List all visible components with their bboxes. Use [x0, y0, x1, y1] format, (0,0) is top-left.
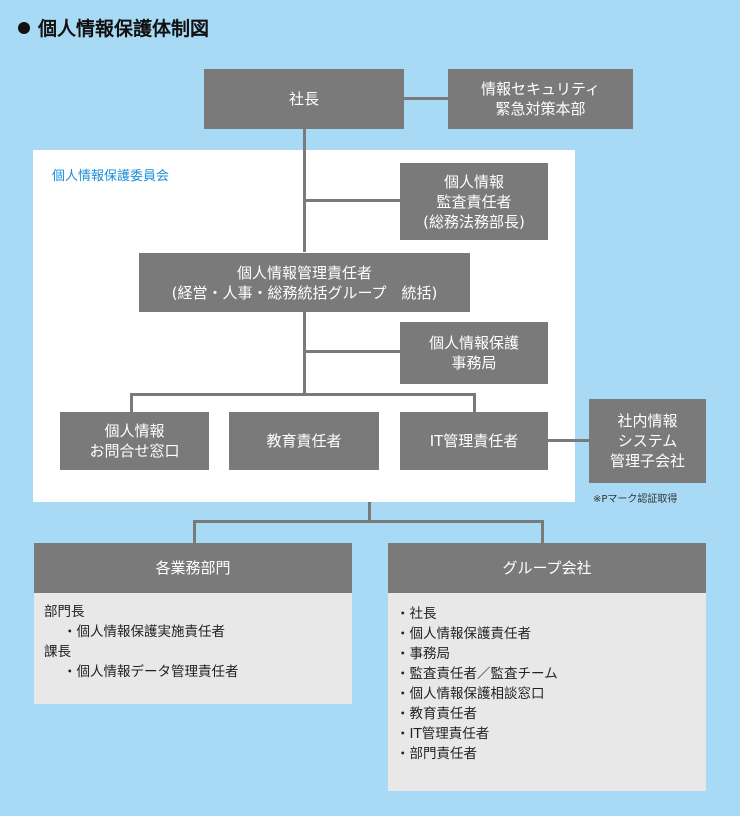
- connector-line: [303, 311, 306, 395]
- connector-line: [368, 502, 371, 522]
- committee-label: 個人情報保護委員会: [52, 169, 170, 184]
- departments-list: 部門長 ・個人情報保護実施責任者 課長 ・個人情報データ管理責任者: [34, 593, 352, 704]
- subsidiary-node: 社内情報 システム 管理子会社: [589, 399, 706, 483]
- list-item: 課長: [44, 644, 71, 660]
- list-item: ・社長: [396, 606, 437, 622]
- departments-node: 各業務部門: [34, 543, 352, 593]
- group-list: ・社長 ・個人情報保護責任者 ・事務局 ・監査責任者／監査チーム ・個人情報保護…: [388, 593, 706, 791]
- manager-node: 個人情報管理責任者 (経営・人事・総務統括グループ 統括): [139, 253, 470, 312]
- list-item: ・教育責任者: [396, 706, 477, 722]
- pmark-note: ※Pマーク認証取得: [593, 494, 678, 505]
- page-title: 個人情報保護体制図: [18, 14, 209, 41]
- list-item: ・事務局: [396, 646, 450, 662]
- security-hq-node: 情報セキュリティ 緊急対策本部: [448, 69, 633, 129]
- list-item: 部門長: [44, 604, 85, 620]
- group-node: グループ会社: [388, 543, 706, 593]
- list-item: ・個人情報データ管理責任者: [63, 664, 239, 680]
- connector-line: [403, 97, 449, 100]
- contact-node: 個人情報 お問合せ窓口: [60, 412, 209, 470]
- connector-line: [541, 520, 544, 544]
- connector-line: [193, 520, 544, 523]
- connector-line: [303, 98, 306, 252]
- list-item: ・監査責任者／監査チーム: [396, 666, 558, 682]
- president-node: 社長: [204, 69, 404, 129]
- office-node: 個人情報保護 事務局: [400, 322, 548, 384]
- list-item: ・個人情報保護実施責任者: [63, 624, 225, 640]
- auditor-node: 個人情報 監査責任者 (総務法務部長): [400, 163, 548, 240]
- bullet-icon: [18, 21, 30, 34]
- list-item: ・個人情報保護相談窓口: [396, 686, 545, 702]
- connector-line: [473, 393, 476, 413]
- list-item: ・部門責任者: [396, 746, 477, 762]
- connector-line: [130, 393, 133, 413]
- page-title-text: 個人情報保護体制図: [38, 18, 210, 40]
- it-node: IT管理責任者: [400, 412, 548, 470]
- connector-line: [305, 199, 401, 202]
- connector-line: [193, 520, 196, 544]
- connector-line: [305, 350, 401, 353]
- list-item: ・個人情報保護責任者: [396, 626, 531, 642]
- education-node: 教育責任者: [229, 412, 379, 470]
- connector-line: [547, 439, 590, 442]
- list-item: ・IT管理責任者: [396, 726, 490, 742]
- connector-line: [130, 393, 476, 396]
